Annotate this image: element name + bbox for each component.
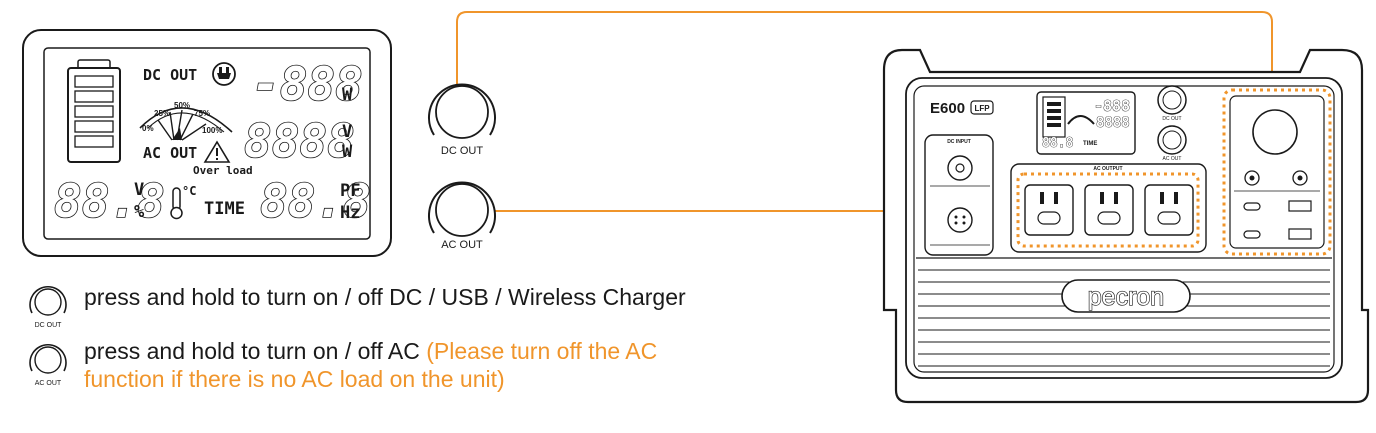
lcd-unit-w-top: W xyxy=(342,85,353,105)
lcd-digits-top: -888 xyxy=(252,57,363,111)
battery-icon xyxy=(67,59,121,163)
ac-output-panel: AC OUTPUT xyxy=(1010,163,1207,253)
legend-ac: AC OUT press and hold to turn on / off A… xyxy=(24,337,657,393)
device-mini-digits-top: -888 xyxy=(1094,97,1130,115)
gauge-tick-25: 25% xyxy=(154,109,170,118)
lcd-digits-left: 88.8 xyxy=(54,174,165,228)
device-model: E600 xyxy=(930,100,965,117)
ac-socket-1 xyxy=(1024,184,1074,236)
lcd-unit-hz: Hz xyxy=(340,203,360,223)
dc-output-panel xyxy=(1222,88,1332,256)
lcd-unit-v: V xyxy=(342,122,352,142)
gauge-tick-50: 50% xyxy=(174,101,190,110)
legend-ac-text-block: press and hold to turn on / off AC (Plea… xyxy=(84,337,657,393)
lcd-unit-w-mid: W xyxy=(342,142,353,162)
dc-out-button-callout: DC OUT xyxy=(428,83,496,157)
lcd-dc-out-label: DC OUT xyxy=(143,66,197,84)
device-mini-digits-left: 88.8 xyxy=(1042,136,1073,151)
ac-out-legend-icon-label: AC OUT xyxy=(35,380,62,387)
device-dc-button: DC OUT xyxy=(1157,85,1187,122)
lcd-panel: DC OUT AC OUT -888 W 0% 25% 50% 75% 100%… xyxy=(22,29,392,257)
dc-out-button-label: DC OUT xyxy=(441,145,483,157)
dc-input-label: DC INPUT xyxy=(947,139,971,145)
dc-out-legend-icon: DC OUT xyxy=(29,286,67,329)
plug-icon xyxy=(212,62,236,86)
load-gauge: 0% 25% 50% 75% 100% xyxy=(139,101,233,141)
ac-output-label: AC OUTPUT xyxy=(1093,166,1122,172)
power-station-device: E600 LFP -888 8888 88.8 TIME DC OUT AC O… xyxy=(882,48,1370,404)
brand-logo-text: pecron xyxy=(1088,283,1164,311)
lcd-unit-pf: PF xyxy=(340,181,360,201)
lcd-temp-unit: °C xyxy=(182,184,196,198)
legend-ac-note-line2: function if there is no AC load on the u… xyxy=(84,366,505,392)
device-ac-button-label: AC OUT xyxy=(1163,156,1182,162)
thermometer-icon xyxy=(170,187,183,220)
legend-ac-note-line1: (Please turn off the AC xyxy=(426,338,658,364)
legend-dc-text: press and hold to turn on / off DC / USB… xyxy=(84,284,686,310)
brand-plate xyxy=(1061,279,1191,313)
lcd-overload-label: Over load xyxy=(193,164,253,177)
lcd-digits-right: 88.8 xyxy=(260,174,371,228)
gauge-tick-100: 100% xyxy=(202,126,222,135)
legend-dc: DC OUT press and hold to turn on / off D… xyxy=(24,283,686,329)
device-badge-box xyxy=(970,100,994,115)
device-dc-button-label: DC OUT xyxy=(1162,116,1181,122)
gauge-tick-0: 0% xyxy=(142,124,154,133)
dc-input-panel: DC INPUT xyxy=(924,134,994,256)
ac-out-button-label: AC OUT xyxy=(441,239,483,251)
ac-socket-3 xyxy=(1144,184,1194,236)
ac-out-button-callout: AC OUT xyxy=(428,181,496,251)
legend-ac-text: press and hold to turn on / off AC xyxy=(84,338,427,364)
ac-out-legend-icon: AC OUT xyxy=(29,344,67,387)
device-mini-digits-mid: 8888 xyxy=(1096,115,1130,131)
device-mini-lcd: -888 8888 88.8 TIME xyxy=(1036,91,1136,155)
lcd-unit-percent: % xyxy=(134,202,145,222)
wireless-charger-pad xyxy=(1252,109,1298,155)
lcd-digits-mid: 8888 xyxy=(244,114,355,168)
dc-out-legend-icon-label: DC OUT xyxy=(35,322,63,329)
device-mini-time: TIME xyxy=(1083,141,1097,147)
overload-warning-icon xyxy=(203,140,231,163)
dc-output-highlight xyxy=(1222,88,1332,256)
ac-socket-2 xyxy=(1084,184,1134,236)
ac-output-highlight xyxy=(1016,172,1200,248)
gauge-tick-75: 75% xyxy=(194,109,210,118)
lcd-unit-v-left: V xyxy=(134,180,144,200)
device-badge: LFP xyxy=(974,104,990,113)
lcd-ac-out-label: AC OUT xyxy=(143,144,197,162)
lcd-time-label: TIME xyxy=(204,199,245,219)
device-ac-button: AC OUT xyxy=(1157,125,1187,162)
